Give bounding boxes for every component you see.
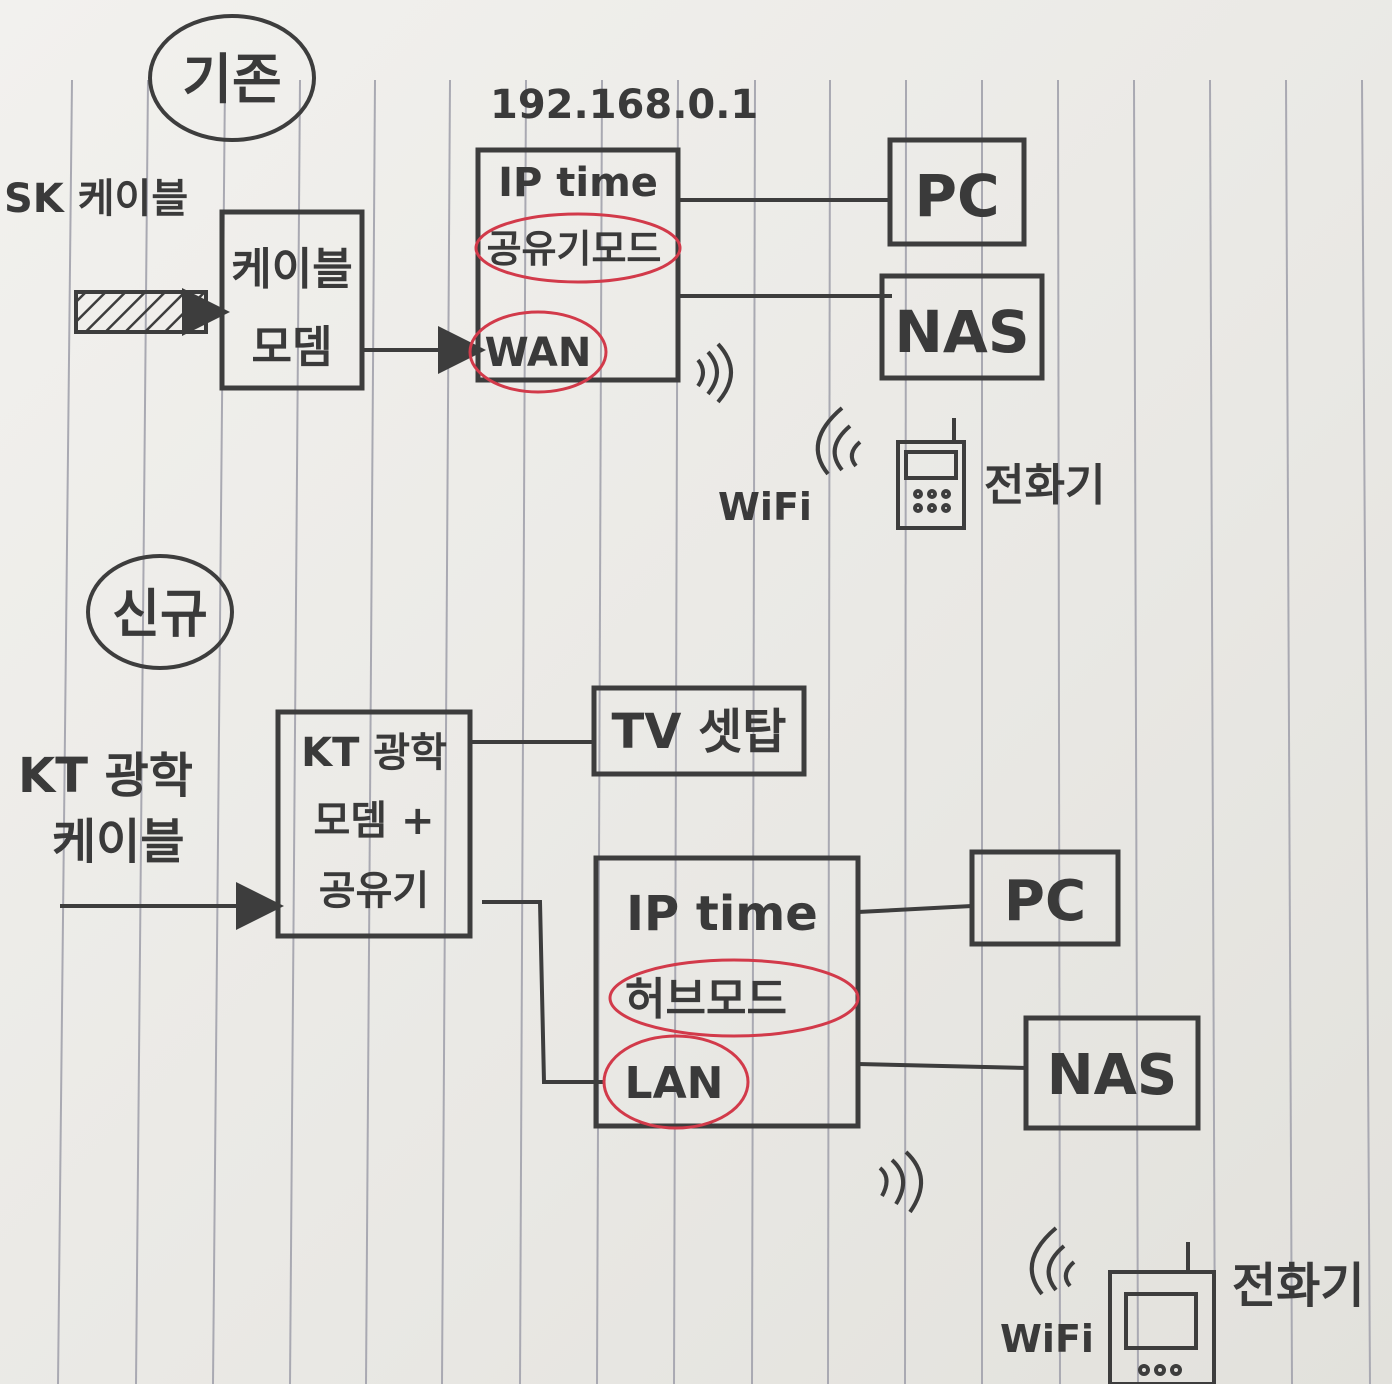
existing-title-circle bbox=[148, 14, 316, 142]
existing-router-port-circle bbox=[468, 310, 608, 394]
existing-router-wifi-waves-icon bbox=[696, 342, 733, 404]
existing-pc-label: PC bbox=[914, 162, 999, 230]
existing-router-mode-circle bbox=[474, 212, 682, 284]
existing-router-title: IP time bbox=[498, 160, 658, 206]
new-router-port-circle bbox=[602, 1034, 750, 1130]
new-modem-line1: KT 광학 bbox=[301, 730, 447, 776]
new-modem-line2: 모뎀 + bbox=[313, 798, 434, 844]
existing-modem-box bbox=[219, 209, 365, 391]
existing-source-label: SK 케이블 bbox=[4, 176, 188, 222]
existing-phone-label: 전화기 bbox=[984, 460, 1105, 511]
existing-modem-line1: 케이블 bbox=[231, 244, 352, 295]
existing-router-port: WAN bbox=[485, 330, 592, 376]
new-modem-line3: 공유기 bbox=[319, 868, 429, 914]
new-phone-wifi-waves-icon bbox=[1029, 1226, 1076, 1296]
new-nas-label: NAS bbox=[1047, 1043, 1178, 1108]
new-source-line1: KT 광학 bbox=[18, 748, 193, 804]
new-modem-to-router bbox=[482, 900, 604, 1084]
existing-router-mode: 공유기모드 bbox=[487, 227, 662, 271]
new-router-title: IP time bbox=[626, 886, 818, 942]
existing-nas-label: NAS bbox=[894, 298, 1029, 366]
new-router-wifi-waves-icon bbox=[878, 1150, 924, 1214]
existing-phone-wifi-waves-icon bbox=[815, 406, 862, 476]
new-phone-icon bbox=[1108, 1242, 1216, 1384]
existing-phone-icon bbox=[896, 418, 966, 530]
new-title-circle bbox=[86, 554, 234, 670]
new-phone-label: 전화기 bbox=[1232, 1258, 1364, 1314]
new-source-line2: 케이블 bbox=[52, 814, 184, 870]
new-modem-box bbox=[275, 709, 473, 939]
existing-ip-label: 192.168.0.1 bbox=[490, 82, 758, 128]
new-settop-label: TV 셋탑 bbox=[612, 704, 787, 760]
new-title: 신규 bbox=[112, 585, 208, 645]
existing-cable-hatch bbox=[74, 290, 208, 334]
new-pc-label: PC bbox=[1004, 869, 1086, 934]
new-settop-box bbox=[591, 685, 807, 777]
new-router-mode: 허브모드 bbox=[625, 974, 787, 1025]
existing-pc-box bbox=[887, 137, 1027, 247]
new-wifi-label: WiFi bbox=[1000, 1317, 1094, 1361]
new-pc-box bbox=[969, 849, 1121, 947]
existing-nas-box bbox=[879, 273, 1045, 381]
new-router-port: LAN bbox=[625, 1058, 724, 1109]
new-router-mode-circle bbox=[608, 958, 860, 1038]
existing-modem-line2: 모뎀 bbox=[252, 322, 333, 373]
new-router-to-pc bbox=[857, 904, 973, 914]
existing-title: 기존 bbox=[182, 48, 281, 111]
new-router-to-nas bbox=[857, 1062, 1029, 1070]
existing-wifi-label: WiFi bbox=[718, 485, 812, 529]
existing-router-box bbox=[475, 147, 681, 383]
new-nas-box bbox=[1023, 1015, 1201, 1131]
